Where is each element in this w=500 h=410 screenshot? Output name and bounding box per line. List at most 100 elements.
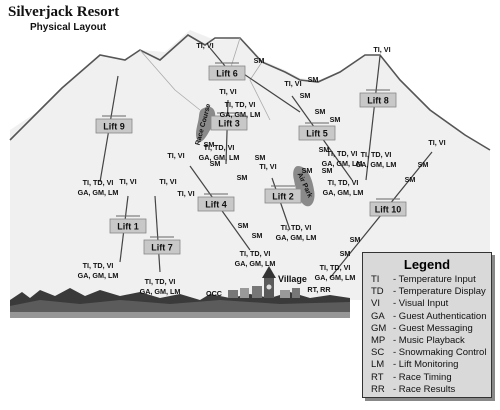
lift-station-1: Lift 1 — [109, 215, 147, 234]
device-label: SM — [254, 56, 265, 65]
lift-label: Lift 3 — [218, 119, 240, 129]
device-label: TI, VI — [259, 162, 276, 171]
device-label: SM — [405, 175, 416, 184]
legend-abbr: RR — [371, 383, 385, 395]
device-label: SM — [252, 231, 263, 240]
lift-cable-2 — [271, 177, 291, 231]
device-label: SM — [308, 75, 319, 84]
device-label: SM — [315, 107, 326, 116]
legend-desc: - Race Timing — [393, 371, 452, 383]
device-label: SM — [418, 160, 429, 169]
lift-station-6: Lift 6 — [208, 62, 246, 81]
page-subtitle: Physical Layout — [30, 22, 107, 33]
lift-cable-3 — [225, 99, 229, 165]
device-label: TI, TD, VI — [240, 249, 271, 258]
legend-item: SC - Snowmaking Control — [363, 347, 491, 359]
device-label: TI, VI — [373, 45, 390, 54]
device-label: SM — [319, 145, 330, 154]
device-label: GA, GM, LM — [356, 160, 397, 169]
device-label: SM — [330, 115, 341, 124]
device-label: SM — [204, 140, 215, 149]
legend-desc: - Temperature Input — [393, 274, 476, 285]
legend-abbr: VI — [371, 298, 380, 310]
device-label: TI, TD, VI — [83, 261, 114, 270]
legend-item: GA- Guest Authentication — [363, 311, 491, 323]
legend-item: TD - Temperature Display — [363, 286, 491, 298]
device-label: SM — [340, 249, 351, 258]
lift-label: Lift 5 — [306, 129, 328, 139]
lift-label: Lift 6 — [216, 69, 238, 79]
foothills-2 — [10, 300, 350, 318]
device-label: TI, TD, VI — [281, 223, 312, 232]
village-label: Village — [278, 274, 307, 284]
legend-abbr: GM — [371, 322, 387, 334]
legend-item: MP - Music Playback — [363, 335, 491, 347]
legend-abbr: RT — [371, 371, 384, 383]
legend-abbr: MP — [371, 335, 386, 347]
device-label: TI, VI — [219, 87, 236, 96]
device-label: TI, VI — [119, 177, 136, 186]
legend-desc: - Snowmaking Control — [393, 347, 487, 359]
device-label: TI, TD, VI — [361, 150, 392, 159]
device-label: TI, TD, VI — [320, 263, 351, 272]
device-label: GA, GM, LM — [199, 153, 240, 162]
legend-item: GM - Guest Messaging — [363, 323, 491, 335]
legend-desc: - Race Results — [393, 383, 456, 395]
device-label: TI, TD, VI — [204, 143, 235, 152]
lift-label: Lift 8 — [367, 96, 389, 106]
device-label: GA, GM, LM — [220, 110, 261, 119]
legend-desc: - Lift Monitoring — [393, 359, 459, 371]
device-label: GA, GM, LM — [322, 159, 363, 168]
lift-station-3: Lift 3 — [210, 112, 248, 131]
legend-item: LM- Lift Monitoring — [363, 359, 491, 371]
device-label: GA, GM, LM — [235, 259, 276, 268]
lift-label: Lift 2 — [272, 192, 294, 202]
device-label: GA, GM, LM — [78, 188, 119, 197]
legend-desc: - Guest Messaging — [393, 322, 473, 334]
device-label: SM — [210, 159, 221, 168]
legend-abbr: TD — [371, 286, 384, 298]
legend-item: RR - Race Results — [363, 384, 491, 396]
device-label: TI, VI — [159, 177, 176, 186]
device-label: TI, TD, VI — [327, 149, 358, 158]
device-label: SM — [255, 153, 266, 162]
device-label: TI, VI — [177, 189, 194, 198]
lift-station-8: Lift 8 — [359, 89, 397, 108]
device-label: TI, VI — [167, 151, 184, 160]
lift-station-7: Lift 7 — [143, 236, 181, 255]
device-label: SM — [322, 166, 333, 175]
mountain-ridge-line — [9, 34, 491, 151]
legend-abbr: SC — [371, 347, 385, 359]
lift-station-9: Lift 9 — [95, 115, 133, 134]
lift-label: Lift 7 — [151, 243, 173, 253]
race-course-slope — [196, 106, 216, 142]
lift-station-5: Lift 5 — [298, 122, 336, 141]
device-label: GA, GM, LM — [315, 273, 356, 282]
legend-title: Legend — [403, 257, 451, 272]
lift-label: Lift 9 — [103, 122, 125, 132]
lift-station-2: Lift 2 — [264, 185, 302, 204]
lift-cable-8 — [365, 55, 381, 181]
legend-item: TI - Temperature Input — [363, 274, 491, 286]
device-label: GA, GM, LM — [140, 287, 181, 296]
device-label: SM — [302, 166, 313, 175]
device-label: GA, GM, LM — [78, 271, 119, 280]
lift-label: Lift 10 — [375, 205, 402, 215]
device-label: SM — [238, 221, 249, 230]
device-label: GA, GM, LM — [276, 233, 317, 242]
legend-abbr: GA — [371, 310, 385, 322]
device-label: TI, TD, VI — [225, 100, 256, 109]
legend-desc: - Temperature Display — [393, 286, 486, 298]
lift-station-4: Lift 4 — [197, 193, 235, 212]
lift-label: Lift 4 — [205, 200, 227, 210]
legend-desc: - Visual Input — [393, 298, 449, 310]
legend-abbr: TI — [371, 274, 380, 285]
device-label: RT, RR — [307, 285, 331, 294]
occ-label: OCC — [206, 289, 222, 298]
legend-desc: - Music Playback — [393, 335, 465, 347]
device-label: TI, TD, VI — [83, 178, 114, 187]
device-label: TI, TD, VI — [145, 277, 176, 286]
